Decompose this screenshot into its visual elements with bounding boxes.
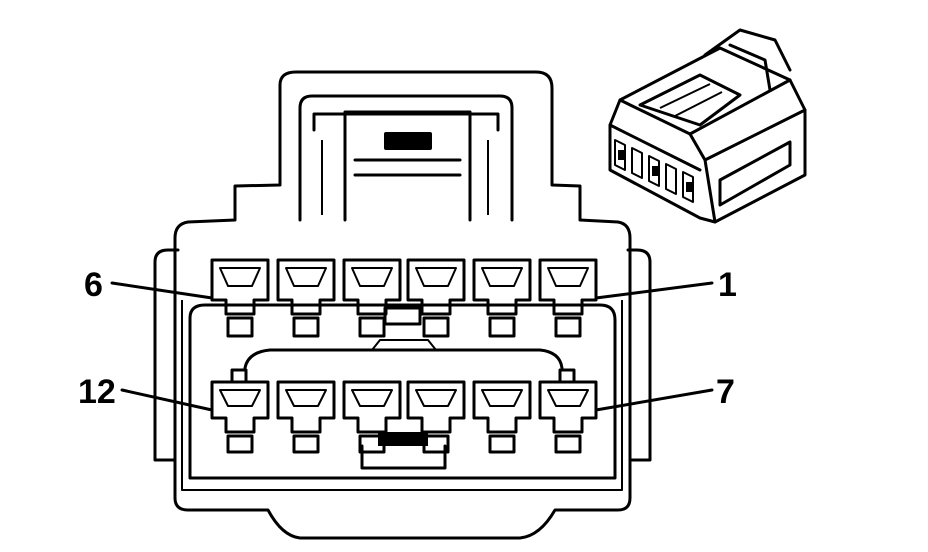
pin-label-6: 6 xyxy=(84,266,103,304)
cavity-3 xyxy=(406,258,466,338)
leader-lines xyxy=(110,281,714,412)
leader-1 xyxy=(594,281,714,300)
cavity-2 xyxy=(472,258,532,338)
cavity-5 xyxy=(276,258,336,338)
bottom-row-cavities xyxy=(210,368,598,454)
cavity-12 xyxy=(210,380,270,454)
top-row-cavities xyxy=(210,258,598,338)
connector-housing xyxy=(153,70,652,540)
cavity-11 xyxy=(276,380,336,454)
leader-6 xyxy=(110,281,214,300)
cavity-4 xyxy=(342,258,402,338)
cavity-8 xyxy=(472,380,532,454)
leader-7 xyxy=(594,388,714,412)
pin-label-12: 12 xyxy=(78,373,116,411)
cavity-6 xyxy=(210,258,270,338)
cavity-1 xyxy=(538,258,598,338)
connector-isometric-view xyxy=(608,28,807,224)
cavity-9 xyxy=(406,380,466,454)
pin-label-1: 1 xyxy=(718,266,737,304)
pin-label-7: 7 xyxy=(716,373,735,411)
leader-12 xyxy=(120,388,214,412)
cavity-7 xyxy=(538,380,598,454)
cavity-10 xyxy=(342,380,402,454)
